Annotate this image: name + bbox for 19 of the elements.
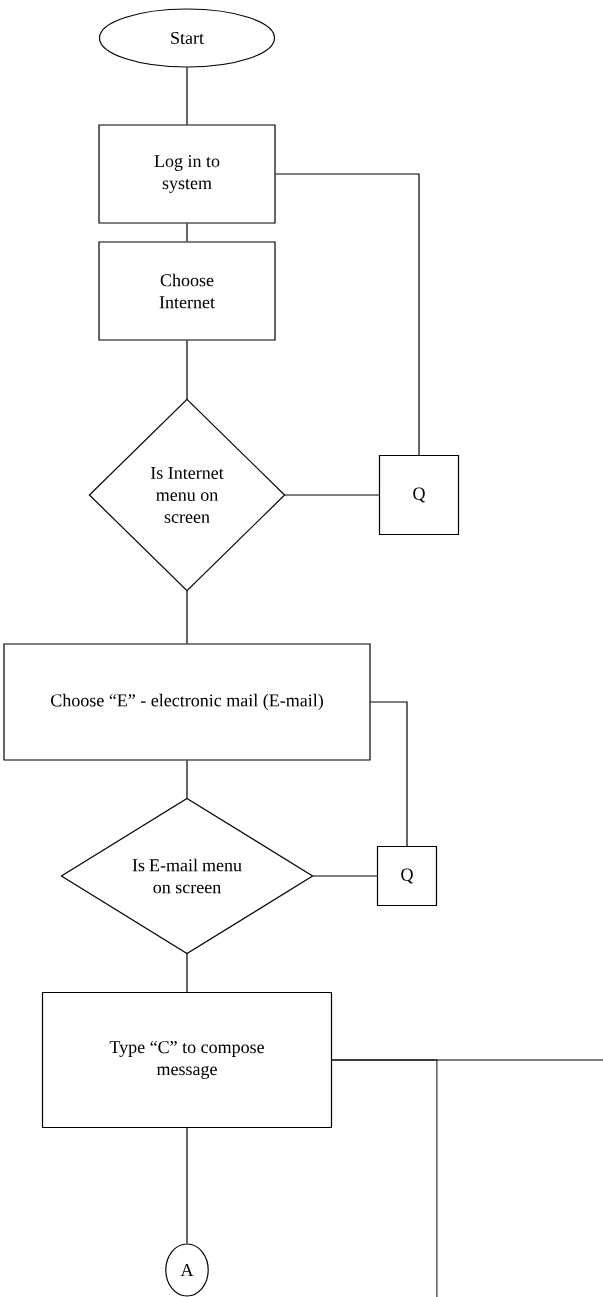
connector-line (284, 494, 380, 496)
process-box: Log in to system (98, 124, 276, 224)
connector-line (275, 173, 420, 456)
connector-line (186, 1127, 188, 1244)
connector-line (186, 67, 188, 125)
connector-line (186, 590, 188, 644)
connector-line (186, 953, 188, 993)
connector-line (186, 760, 188, 799)
process-box: Q (378, 454, 460, 536)
process-box: Q (376, 845, 438, 907)
process-box: Type “C” to compose message (41, 991, 333, 1129)
connector-line (186, 340, 188, 400)
process-box: Choose “E” - electronic mail (E-mail) (3, 643, 371, 761)
connector-line (186, 223, 188, 242)
connector-line (331, 1059, 438, 1297)
connector-line (312, 875, 378, 877)
process-box: Choose Internet (98, 241, 276, 341)
connector-line (370, 701, 408, 847)
terminal-oval: Start (98, 8, 276, 68)
